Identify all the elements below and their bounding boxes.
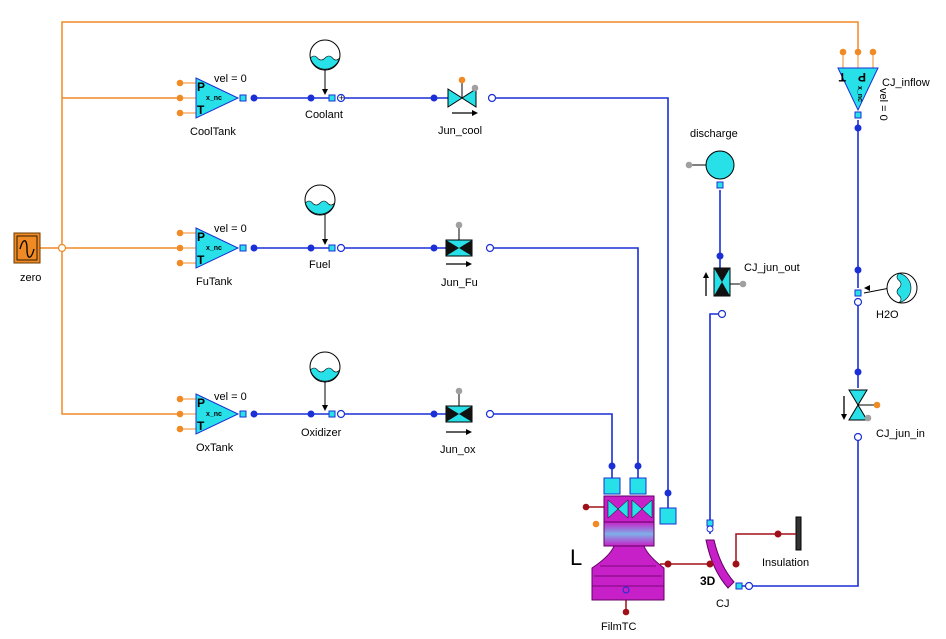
cooltank-label: CoolTank — [190, 126, 236, 138]
cj-inflow-tank[interactable]: P x_nc T vel = 0 CJ_inflow — [837, 48, 930, 132]
cj-label: CJ — [716, 598, 729, 610]
insulation-wall[interactable]: Insulation — [762, 516, 809, 569]
cj-jun-out-orifice[interactable]: CJ_jun_out — [703, 252, 800, 319]
jun-cool-valve[interactable]: Jun_cool — [430, 76, 497, 137]
filmtc-engine[interactable]: L FilmTC — [570, 462, 677, 634]
oxidizer-node[interactable]: Oxidizer — [301, 351, 346, 439]
orifice-junction-icon — [446, 240, 459, 256]
svg-text:+: + — [339, 93, 344, 103]
futank-vel: vel = 0 — [214, 223, 247, 235]
discharge-label: discharge — [690, 128, 738, 140]
oxtank-label: OxTank — [196, 442, 234, 454]
filmtc-label: FilmTC — [601, 621, 636, 633]
pressure-boundary-icon — [705, 150, 735, 180]
fluid-properties-icon — [896, 272, 912, 304]
cooling-jacket-icon — [705, 539, 735, 589]
sine-icon — [19, 240, 35, 258]
cj-inflow-vel: vel = 0 — [877, 88, 889, 121]
jun-fu-orifice[interactable]: Jun_Fu — [430, 221, 495, 289]
oxtank-t: T — [197, 419, 205, 433]
cj-jun-in-valve[interactable]: CJ_jun_in — [841, 368, 925, 442]
orifice-junction-icon — [446, 406, 459, 422]
cj-inflow-xnc: x_nc — [856, 86, 863, 102]
futank-t: T — [197, 253, 205, 267]
valve-icon — [848, 389, 868, 406]
cj-inflow-t: T — [838, 70, 846, 84]
futank[interactable]: P x_nc T vel = 0 FuTank — [176, 223, 258, 288]
cj-inflow-p: P — [858, 70, 866, 84]
cj-badge: 3D — [700, 574, 716, 588]
oxtank-vel: vel = 0 — [214, 391, 247, 403]
futank-label: FuTank — [196, 276, 233, 288]
cooltank-vel: vel = 0 — [214, 73, 247, 85]
fluid-wires — [254, 70, 891, 587]
zero-label: zero — [20, 272, 41, 284]
cooltank[interactable]: P x_nc T vel = 0 CoolTank — [176, 73, 258, 138]
cj-cooling-jacket[interactable]: 3D CJ — [700, 519, 754, 610]
insulation-label: Insulation — [762, 557, 809, 569]
fluid-properties-icon — [305, 200, 335, 215]
coolant-label: Coolant — [305, 109, 343, 121]
fuel-node[interactable]: Fuel — [304, 184, 346, 271]
futank-p: P — [197, 230, 205, 244]
rocket-engine-icon — [591, 545, 665, 601]
jun-fu-label: Jun_Fu — [441, 277, 478, 289]
fluid-properties-icon — [310, 367, 340, 382]
orifice-junction-icon — [714, 268, 730, 282]
signal-wires — [40, 21, 859, 415]
cooltank-xnc: x_nc — [206, 95, 222, 102]
cooltank-t: T — [197, 103, 205, 117]
h2o-label: H2O — [876, 309, 899, 321]
cj-jun-out-label: CJ_jun_out — [744, 262, 800, 274]
jun-cool-label: Jun_cool — [438, 125, 482, 137]
fuel-label: Fuel — [309, 259, 330, 271]
insulation-wall-icon — [795, 516, 802, 551]
oxtank-p: P — [197, 396, 205, 410]
fluid-properties-icon — [310, 55, 340, 70]
oxidizer-label: Oxidizer — [301, 427, 342, 439]
h2o-node[interactable]: H2O — [853, 266, 918, 322]
valve-icon — [447, 88, 463, 108]
oxtank[interactable]: P x_nc T vel = 0 OxTank — [176, 391, 258, 454]
futank-xnc: x_nc — [206, 245, 222, 252]
oxtank-xnc: x_nc — [206, 411, 222, 418]
cooltank-p: P — [197, 80, 205, 94]
discharge-boundary[interactable]: discharge — [685, 128, 738, 189]
cj-jun-in-label: CJ_jun_in — [876, 428, 925, 440]
zero-source[interactable]: zero — [13, 232, 67, 284]
coolant-node[interactable]: + Coolant — [305, 39, 346, 121]
jun-ox-label: Jun_ox — [440, 444, 476, 456]
cj-inflow-label: CJ_inflow — [882, 77, 930, 89]
filmtc-letter: L — [570, 545, 582, 570]
jun-ox-orifice[interactable]: Jun_ox — [430, 387, 495, 456]
